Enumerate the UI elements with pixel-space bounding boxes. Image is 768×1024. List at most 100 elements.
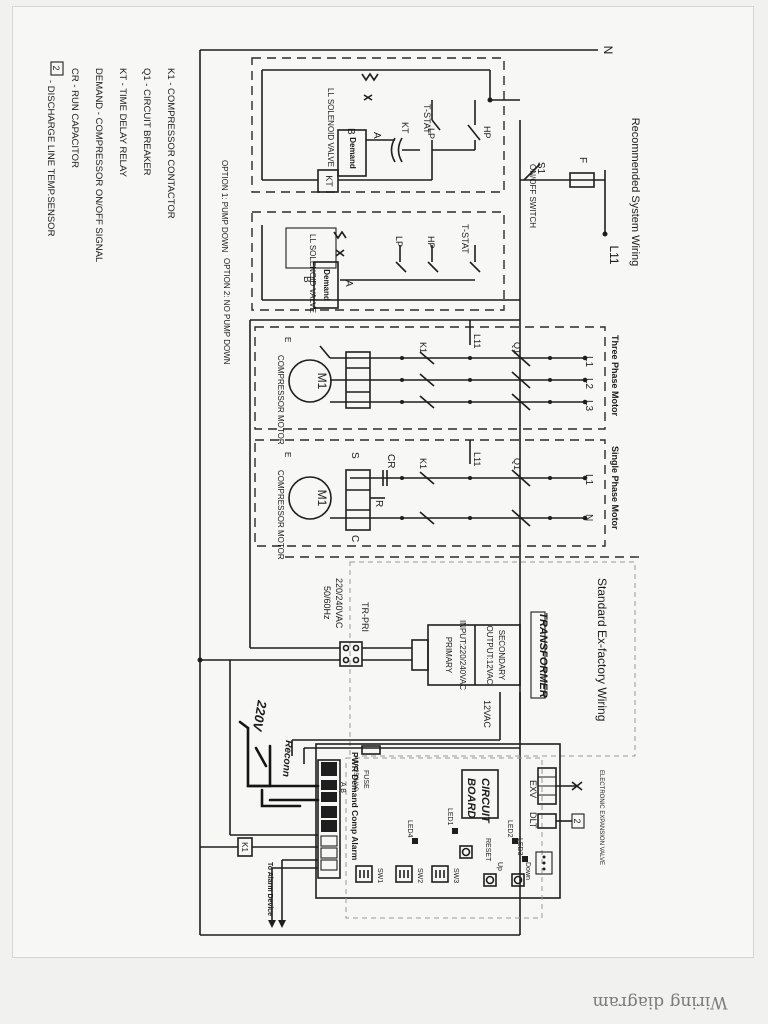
- single-phase-r-label: R: [373, 500, 384, 507]
- reset-button[interactable]: [459, 845, 473, 859]
- transformer-12vac: 12VAC: [482, 700, 492, 728]
- opt1-hp-label: HP: [482, 126, 492, 139]
- k1-coil-label: K1: [240, 842, 249, 852]
- three-phase-q1-label: Q1: [512, 342, 522, 354]
- opt2-valve-label: LL SOLENOID VALVE: [308, 234, 317, 313]
- up-label: Up: [496, 862, 503, 871]
- legend-item-kt: KT - TIME DELAY RELAY: [117, 68, 128, 178]
- sw1-switch[interactable]: [355, 865, 373, 883]
- hand-reconn: Reconn: [280, 740, 294, 777]
- three-phase-motor: M1 E COMPRESSOR MOTOR L11 K1 Q1 L1 L2 L3…: [250, 319, 620, 445]
- three-phase-m1-label: M1: [315, 373, 329, 390]
- dlt-num: 2: [572, 818, 582, 823]
- three-phase-motor-label: COMPRESSOR MOTOR: [276, 355, 285, 445]
- led1-indicator: [452, 828, 458, 834]
- opt1-title: OPTION 1: PUMP DOWN: [220, 160, 229, 253]
- primary-freq: 50/60Hz: [322, 586, 332, 620]
- connector-label: PWR Demand Comp Alarm: [350, 752, 360, 861]
- transformer-output: OUTPUT:12VAC: [485, 626, 494, 685]
- board-fuse-rating: 2A/250VAC: [352, 760, 358, 792]
- single-phase-s-label: S: [349, 452, 360, 459]
- option2-no-pump-down: T-STAT HP LP Demand A B LL SOLENOID VALV…: [222, 211, 520, 365]
- three-phase-k1-label: K1: [418, 342, 428, 353]
- single-phase-motor: M1 E COMPRESSOR MOTOR L11 K1 Q1 CR S R C: [254, 439, 620, 560]
- exv-desc: ELECTRONIC EXPANSION VALVE: [598, 770, 604, 865]
- three-phase-title: Three Phase Motor: [610, 335, 620, 417]
- opt1-valve-label: LL SOLENOID VALVE: [326, 88, 335, 167]
- opt1-demand-box: [337, 129, 367, 177]
- sw2-label: SW2: [416, 868, 423, 883]
- exv-label: EXV: [528, 780, 538, 798]
- legend-sensor-num: 2: [51, 65, 61, 70]
- primary-voltage: 220/240VAC: [334, 578, 344, 629]
- single-phase-earth-label: E: [283, 452, 292, 457]
- single-phase-title: Single Phase Motor: [610, 446, 620, 530]
- main-fuse-label: F: [577, 157, 588, 163]
- three-phase-k1-dots: [400, 356, 552, 404]
- up-button[interactable]: [483, 873, 497, 887]
- sw1-label: SW1: [376, 868, 383, 883]
- reset-label: RESET: [484, 838, 491, 862]
- dlt-connector: [537, 813, 557, 829]
- down-button[interactable]: [511, 873, 525, 887]
- mains-section: N L11 F S1 ON/OFF SWITCH Recommended Sys…: [199, 46, 641, 936]
- diagram-title: Recommended System Wiring: [629, 118, 641, 267]
- main-terminal-block: [317, 759, 341, 879]
- opt1-kt-box-label: KT: [324, 175, 334, 187]
- l11-label: L11: [607, 245, 621, 264]
- single-phase-motor-label: COMPRESSOR MOTOR: [276, 470, 285, 560]
- led4-indicator: [412, 838, 418, 844]
- main-fuse: [569, 172, 595, 188]
- single-phase-n: N: [583, 514, 594, 521]
- board-title-1: CIRCUIT: [479, 778, 491, 824]
- std-wiring-label: Standard Ex-factory Wiring: [595, 578, 609, 721]
- legend-item-cr: CR - RUN CAPACITOR: [69, 68, 80, 168]
- single-phase-l11-label: L11: [472, 452, 482, 466]
- transformer-input: INPUT:220/240VAC: [458, 620, 467, 690]
- sw2-switch[interactable]: [395, 865, 413, 883]
- single-phase-motor-symbol: [288, 476, 332, 520]
- board-fuse-label: FUSE: [362, 770, 369, 789]
- led3-indicator: [522, 856, 528, 862]
- opt1-demand-label: Demand: [348, 137, 357, 169]
- led2-indicator: [512, 838, 518, 844]
- legend-item-q1: Q1 - CIRCUIT BREAKER: [141, 68, 152, 176]
- sw3-switch[interactable]: [431, 865, 449, 883]
- standard-wiring-section: Standard Ex-factory Wiring TRANSFORMER S…: [197, 320, 636, 757]
- led4-label: LED4: [406, 820, 413, 838]
- single-phase-c-label: C: [349, 535, 360, 542]
- sw3-label: SW3: [452, 868, 459, 883]
- legend-item-demand: DEMAND - COMPRESSOR ON/OFF SIGNAL: [93, 68, 104, 262]
- switch-label: S1: [535, 162, 546, 175]
- neutral-label: N: [601, 46, 615, 55]
- three-phase-l1: L1: [583, 356, 594, 368]
- single-phase-k1-label: K1: [418, 458, 428, 469]
- opt1-kt-label: KT: [400, 122, 410, 134]
- opt1-kt-relay: [317, 169, 339, 193]
- ab-label: A B: [339, 782, 346, 793]
- dlt-label: DLT: [528, 812, 538, 829]
- circuit-board: EXV ELECTRONIC EXPANSION VALVE DLT 2 CIR…: [200, 660, 604, 928]
- opt1-lp-label: LP: [426, 128, 436, 139]
- transformer-title: TRANSFORMER: [537, 612, 549, 698]
- opt1-a-label: A: [371, 132, 382, 139]
- opt1-tstat-label: T-STAT: [422, 104, 432, 134]
- board-fuse: [361, 745, 381, 755]
- legend: K1 - COMPRESSOR CONTACTOR Q1 - CIRCUIT B…: [45, 61, 176, 262]
- three-phase-motor-symbol: [288, 359, 332, 403]
- footer-mirrored-caption: Wiring diagram: [592, 992, 728, 1012]
- opt1-b-label: B: [345, 128, 356, 135]
- legend-item-sensor: - DISCHARGE LINE TEMP.SENSOR: [45, 80, 56, 237]
- board-title-2: BOARD: [465, 778, 477, 818]
- led1-label: LED1: [446, 808, 453, 826]
- legend-item-k1: K1 - COMPRESSOR CONTACTOR: [165, 68, 176, 219]
- three-phase-l11-label: L11: [472, 334, 482, 348]
- led3-label: LED3: [516, 838, 523, 856]
- opt2-demand-label: Demand: [322, 269, 331, 301]
- hand-220v: 220V: [250, 698, 270, 733]
- single-phase-cr-label: CR: [385, 454, 396, 468]
- switch-desc: ON/OFF SWITCH: [528, 164, 537, 228]
- three-phase-earth-label: E: [283, 337, 292, 342]
